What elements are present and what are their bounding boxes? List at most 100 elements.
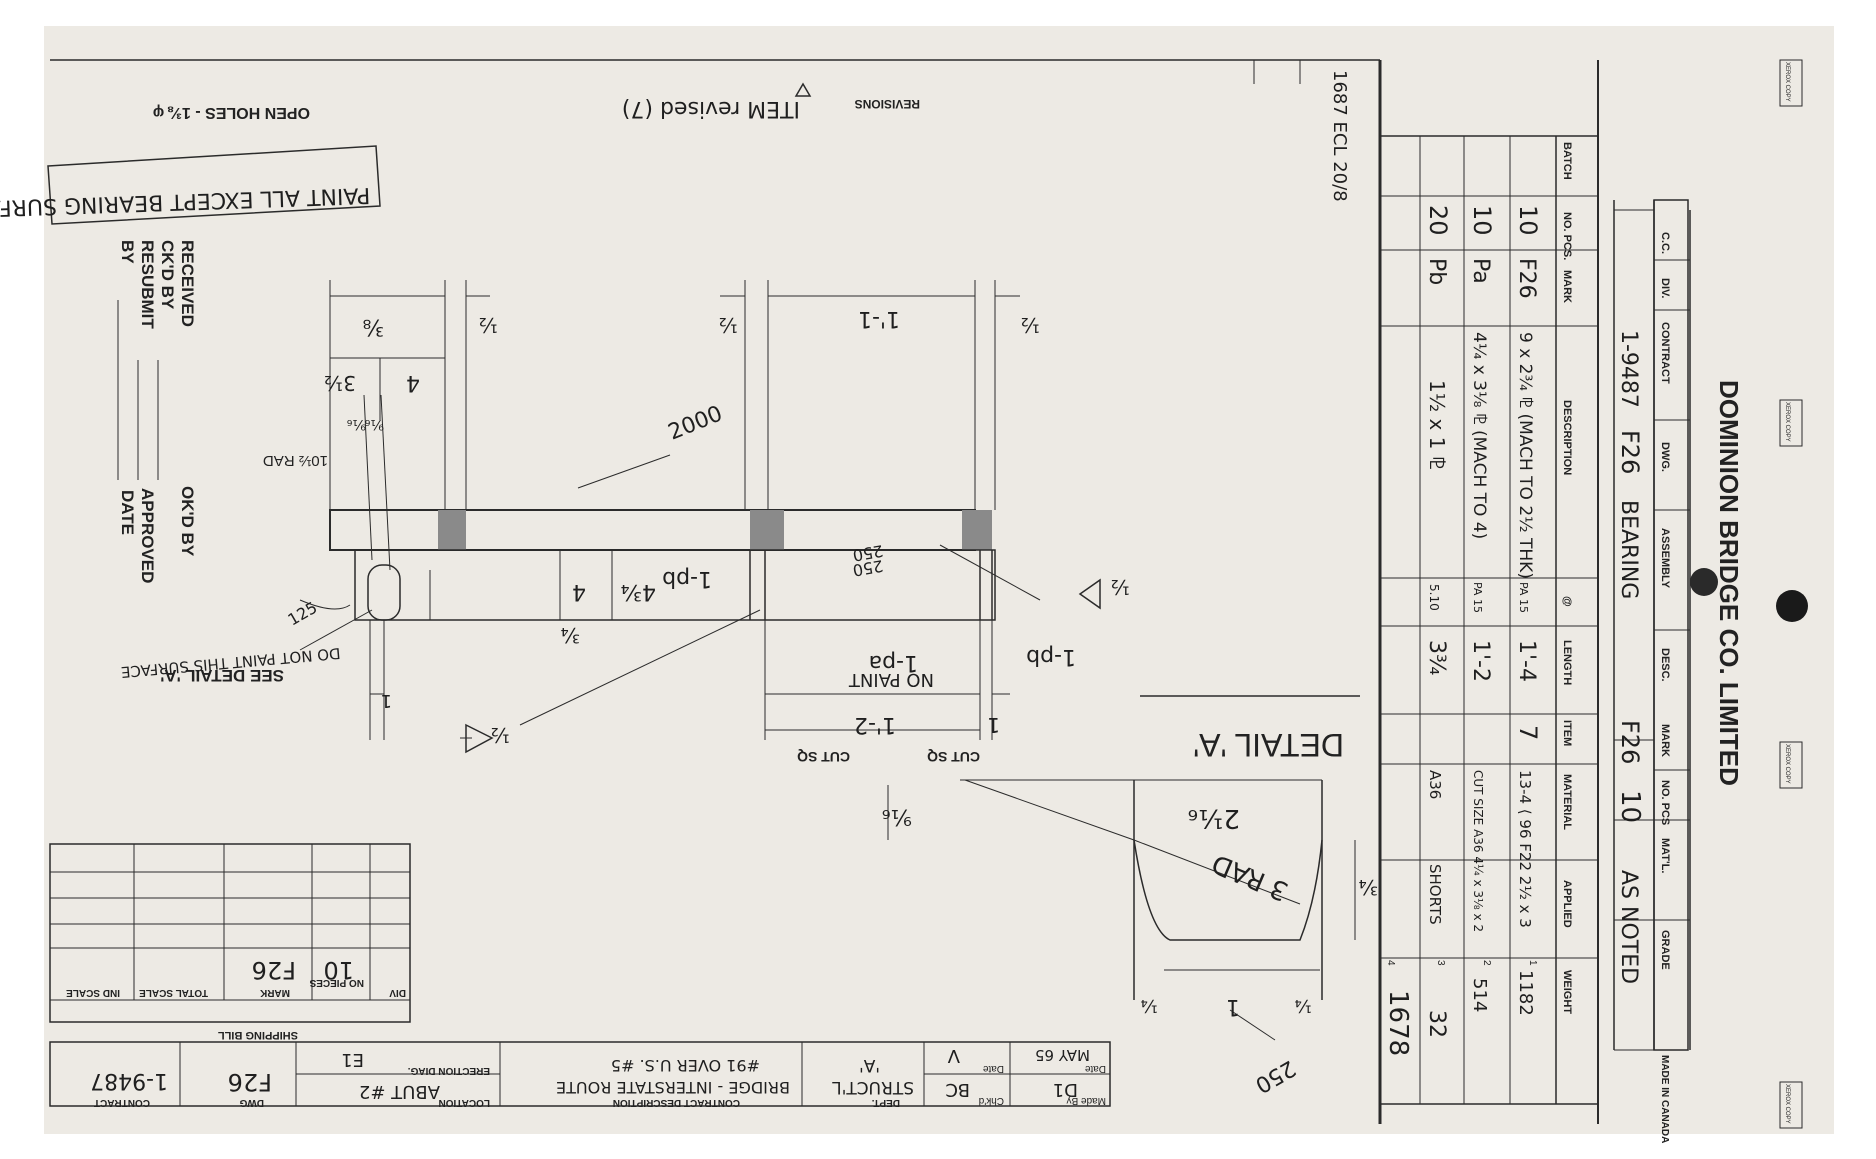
detail-dim-quarter-a: ¼ bbox=[1141, 995, 1158, 1016]
approval-okd-by: OK'D BY bbox=[178, 486, 197, 557]
detail-dim-1: 1 bbox=[1226, 994, 1240, 1019]
bom-hdr-no-pcs: NO. PCS. bbox=[1561, 212, 1573, 260]
company-name: DOMINION BRIDGE CO. LIMITED bbox=[1714, 380, 1744, 786]
sb-hdr-mark: MARK bbox=[259, 987, 290, 998]
bom-row2-desc: 4¼ x 3⅛ ⅊ (MACH TO 4) bbox=[1469, 332, 1489, 539]
bill-of-materials: BATCH NO. PCS. MARK DESCRIPTION @ LENGTH… bbox=[1329, 70, 1598, 1105]
ft-dept-sub: 'A' bbox=[859, 1055, 880, 1075]
approval-approved: APPROVED bbox=[138, 488, 157, 583]
title-block: DOMINION BRIDGE CO. LIMITED MADE IN CANA… bbox=[1378, 60, 1744, 1143]
bom-row3-at: 5.10 bbox=[1427, 584, 1441, 611]
detail-a-title: DETAIL 'A' bbox=[1193, 727, 1344, 763]
dim-3-half: 3½ bbox=[324, 371, 356, 395]
dim-1-left: 1 bbox=[381, 690, 392, 711]
detail-dim-3-4: ¾ bbox=[1359, 875, 1378, 899]
approval-date: DATE bbox=[118, 490, 137, 535]
hdr-grade: GRADE bbox=[1659, 930, 1671, 970]
bom-row2-length: 1'-2 bbox=[1468, 640, 1493, 682]
ft-made-by: D1 bbox=[1053, 1079, 1078, 1100]
hdr-div: DIV. bbox=[1659, 278, 1671, 298]
bom-row3-desc: 1½ x 1 ⅊ bbox=[1425, 380, 1449, 470]
hdr-dwg: DWG. bbox=[1659, 442, 1671, 472]
top-notes: OPEN HOLES - 1⅜ φ REVISIONS ITEM revised… bbox=[0, 59, 1380, 225]
paint-note-box bbox=[47, 145, 381, 225]
open-holes-note: OPEN HOLES - 1⅜ φ bbox=[153, 104, 310, 121]
bom-rownum-3: 3 bbox=[1435, 960, 1446, 966]
finish-125: 125 bbox=[285, 598, 321, 630]
ft-contract-desc: BRIDGE - INTERSTATE ROUTE bbox=[556, 1078, 790, 1097]
label-1-pb-b: 1-pb bbox=[1026, 644, 1076, 669]
dim-half-left: ½ bbox=[479, 313, 498, 337]
main-view: ⅜ ½ 3½ 4 ⁹⁄₁₆ ⁹⁄₁₆ ½ 1'-1 ½ 10½ RAD 2000… bbox=[120, 280, 1130, 765]
dim-4-3-4: 4¾ bbox=[621, 579, 656, 604]
bom-row3-material: A36 bbox=[1426, 770, 1444, 799]
bom-row1-no: 10 bbox=[1514, 205, 1542, 236]
ft-date-label: Date bbox=[1084, 1063, 1106, 1074]
tb-matl-value: AS NOTED bbox=[1616, 870, 1641, 984]
bom-row1-at: PA 15 bbox=[1517, 582, 1530, 613]
sb-mark: F26 bbox=[252, 956, 296, 984]
xerox-stamp-4: XEROX COPY bbox=[1784, 1084, 1790, 1124]
footer-strip: Made By D1 Date MAY 65 Chk'd BC Date V D… bbox=[49, 1041, 1111, 1108]
weld-half-a: ½ bbox=[491, 723, 510, 747]
detail-finish-250: 250 bbox=[1251, 1055, 1300, 1098]
ft-dwg-label: DWG bbox=[239, 1097, 264, 1108]
sb-hdr-total-scale: TOTAL SCALE bbox=[139, 987, 208, 998]
hatch-left bbox=[438, 510, 466, 550]
hdr-assembly: ASSEMBLY bbox=[1659, 528, 1671, 589]
ft-date: MAY 65 bbox=[1035, 1046, 1090, 1064]
weld-symbol-icon-2 bbox=[1078, 578, 1101, 610]
bom-hdr-item: ITEM bbox=[1561, 720, 1573, 746]
tb-dwg-value: F26 bbox=[1616, 430, 1644, 474]
dim-3-4-left: ¾ bbox=[561, 623, 580, 647]
ft-erection: E1 bbox=[341, 1049, 364, 1070]
tb-contract-value: 1-9487 bbox=[1616, 330, 1641, 408]
ft-dept-label: DEPT. bbox=[871, 1097, 900, 1108]
ft-location-label: LOCATION bbox=[439, 1097, 490, 1108]
label-1-pa: 1-pa bbox=[869, 650, 918, 675]
hdr-mark: MARK bbox=[1659, 724, 1671, 757]
binder-hole bbox=[1776, 590, 1808, 622]
paint-note: PAINT ALL EXCEPT BEARING SURFACES bbox=[0, 182, 371, 222]
bom-hdr-mark: MARK bbox=[1561, 270, 1573, 303]
bom-row1-mark: F26 bbox=[1514, 258, 1539, 299]
approval-block: RECEIVED CK'D BY RESUBMIT BY OK'D BY APP… bbox=[117, 240, 197, 583]
revisions-area: REVISIONS ITEM revised (7) bbox=[622, 82, 920, 121]
sb-hdr-ind-scale: IND SCALE bbox=[66, 987, 120, 998]
dim-1-1: 1'-1 bbox=[858, 306, 900, 331]
dim-half-2: ½ bbox=[719, 313, 738, 337]
hatch-mid bbox=[750, 510, 784, 550]
bom-hdr-length: LENGTH bbox=[1561, 640, 1573, 685]
bom-row1-weight: 1182 bbox=[1515, 970, 1536, 1016]
cut-sq-b: CUT SQ bbox=[927, 749, 980, 765]
bar-pa bbox=[354, 549, 996, 621]
paper-background bbox=[44, 26, 1834, 1134]
ft-dept: STRUCT'L bbox=[832, 1077, 914, 1097]
bom-row3-no: 20 bbox=[1424, 205, 1452, 236]
approval-received: RECEIVED bbox=[178, 240, 197, 327]
dim-half-3: ½ bbox=[1021, 313, 1040, 337]
bom-row3-applied: SHORTS bbox=[1426, 864, 1444, 925]
bom-hdr-material: MATERIAL bbox=[1561, 774, 1573, 830]
ink-blot bbox=[1690, 568, 1718, 596]
xerox-stamp-2: XEROX COPY bbox=[1784, 402, 1790, 442]
bom-row1-desc: 9 x 2¾ ⅊ (MACH TO 2½ THK) bbox=[1515, 332, 1535, 579]
bom-row3-mark: Pb bbox=[1424, 258, 1449, 285]
bom-row2-material: CUT SIZE A36 4¼ x 3⅛ x 2 bbox=[1471, 770, 1485, 932]
ft-location: ABUT #2 bbox=[359, 1081, 440, 1102]
ft-date2-label: Date bbox=[982, 1063, 1004, 1074]
bom-row1-material: 13-4 ⟨ 96 F22 2½ x 3 bbox=[1516, 770, 1534, 928]
approval-resubmit: RESUBMIT bbox=[138, 240, 157, 329]
approval-ckd-by: CK'D BY bbox=[158, 240, 177, 310]
detail-dim-9-16: ⁹⁄₁₆ bbox=[882, 804, 912, 829]
bom-row1-length: 1'-4 bbox=[1514, 640, 1539, 682]
dim-9-16-a: ⁹⁄₁₆ bbox=[346, 416, 366, 432]
hdr-cc: C.C. bbox=[1659, 232, 1671, 254]
ft-chkd-label: Chk'd bbox=[979, 1095, 1004, 1106]
detail-dim-3-rad: 3 RAD bbox=[1208, 847, 1293, 906]
hdr-no-pcs: NO. PCS bbox=[1659, 780, 1671, 825]
bom-row2-at: PA 15 bbox=[1471, 582, 1484, 613]
ft-contract-desc-label: CONTRACT DESCRIPTION bbox=[613, 1097, 740, 1108]
